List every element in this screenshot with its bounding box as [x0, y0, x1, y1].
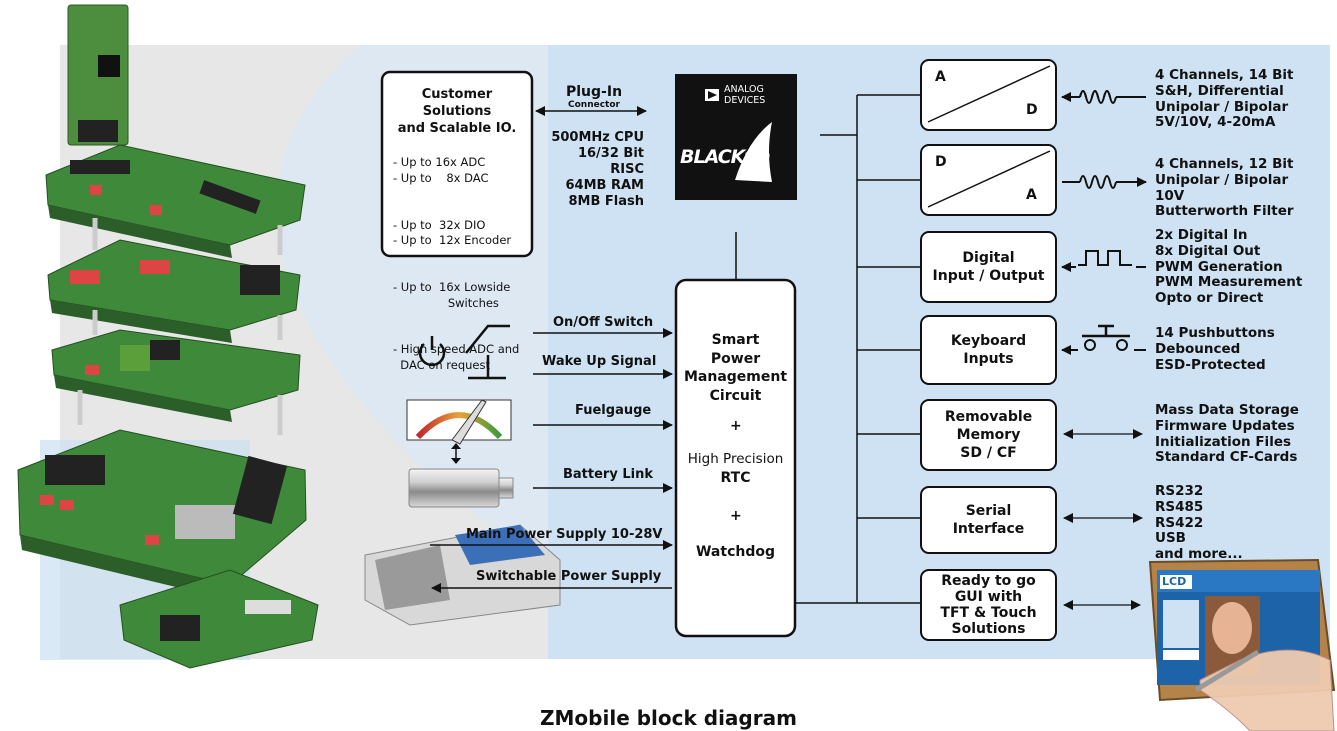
input-on-off: On/Off Switch	[553, 315, 654, 330]
keyboard-box: Keyboard Inputs	[921, 316, 1056, 384]
plus-1: +	[730, 418, 742, 434]
digital-io-box: Digital Input / Output	[921, 232, 1056, 302]
power-management-box	[674, 278, 797, 638]
input-battery: Battery Link	[563, 467, 653, 482]
cf-card-illustration	[364, 524, 561, 626]
switch-icon	[465, 324, 510, 380]
gui-box: Ready to go GUI with TFT & Touch Solutio…	[921, 570, 1056, 640]
plugin-subtitle: Connector	[568, 100, 620, 110]
adc-spec: 4 Channels, 14 Bit S&H, Differential Uni…	[1155, 67, 1294, 131]
pcb-stack-illustration	[17, 4, 319, 669]
customer-solutions-title: Customer Solutions and Scalable IO.	[397, 87, 517, 136]
input-fuelgauge: Fuelgauge	[575, 403, 652, 418]
diagram-caption: ZMobile block diagram	[540, 706, 797, 730]
dac-d: D	[935, 154, 947, 170]
dio-spec: 2x Digital In 8x Digital Out PWM Generat…	[1155, 227, 1303, 307]
power-icon	[418, 336, 446, 367]
chip-name: BLACKfin	[680, 146, 771, 168]
serial-box: Serial Interface	[921, 487, 1056, 553]
rtc-label-1: High Precision	[687, 451, 784, 467]
customer-solutions-box	[380, 70, 534, 258]
memory-label: Removable Memory SD / CF	[944, 409, 1033, 461]
dac-a: A	[1026, 187, 1037, 203]
memory-box: Removable Memory SD / CF	[921, 400, 1056, 470]
battery-icon	[408, 468, 514, 508]
rtc-label-2: RTC	[720, 470, 751, 486]
watchdog-label: Watchdog	[695, 544, 775, 560]
serial-label: Serial Interface	[952, 503, 1025, 537]
input-main-power: Main Power Supply 10-28V	[466, 527, 663, 542]
keyboard-label: Keyboard Inputs	[950, 333, 1027, 367]
adc-a: A	[935, 69, 946, 85]
serial-spec: RS232 RS485 RS422 USB and more...	[1155, 483, 1243, 563]
dac-spec: 4 Channels, 12 Bit Unipolar / Bipolar 10…	[1155, 156, 1294, 220]
memory-spec: Mass Data Storage Firmware Updates Initi…	[1155, 402, 1299, 466]
cpu-specs: 500MHz CPU 16/32 Bit RISC 64MB RAM 8MB F…	[551, 130, 644, 209]
plugin-title: Plug-In	[566, 84, 623, 100]
adc-d: D	[1026, 102, 1038, 118]
customer-solutions-list: - Up to 16x ADC- Up to 8x DAC - Up to 32…	[393, 155, 520, 372]
fuel-gauge-icon	[406, 399, 512, 464]
plus-2: +	[730, 508, 742, 524]
digital-io-label: Digital Input / Output	[932, 250, 1045, 284]
lcd-logo: LCD	[1162, 575, 1187, 588]
power-management-label: Smart Power Management Circuit	[683, 332, 788, 404]
output-switchable-power: Switchable Power Supply	[476, 569, 662, 584]
keyboard-spec: 14 Pushbuttons Debounced ESD-Protected	[1155, 325, 1275, 373]
gui-label: Ready to go GUI with TFT & Touch Solutio…	[940, 573, 1037, 637]
input-wake-up: Wake Up Signal	[542, 354, 657, 369]
touch-display-illustration	[1148, 558, 1336, 731]
